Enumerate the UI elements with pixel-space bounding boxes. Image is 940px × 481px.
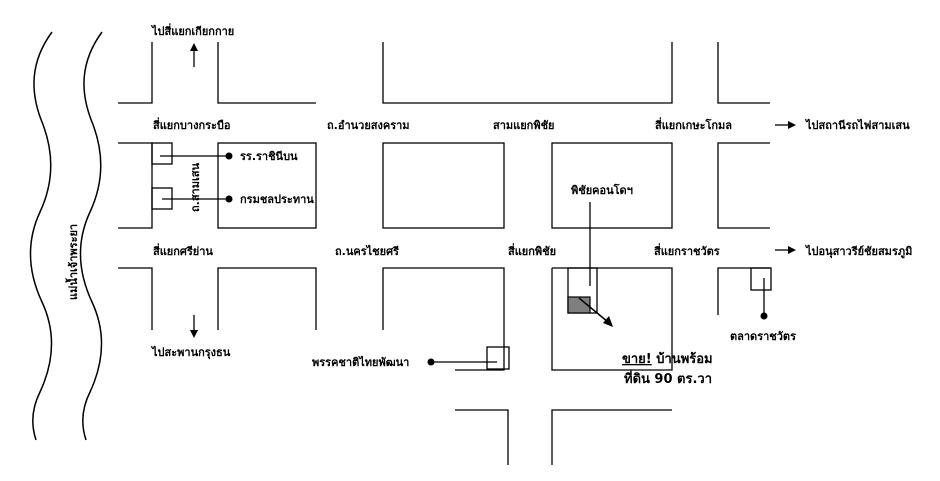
arrows [190, 43, 796, 338]
block-edge [382, 267, 505, 371]
river-bank-left [29, 31, 53, 441]
dot-irrigation [225, 195, 233, 203]
sale-notice-line1: ขาย! บ้านพร้อม [622, 351, 713, 367]
school-marker-box [151, 142, 173, 165]
chart-thai-box [486, 346, 510, 370]
river-label: แม่น้ำเจ้าพระยา [65, 224, 80, 300]
block-edge [382, 42, 673, 104]
block-edge [118, 42, 153, 104]
label-chart-thai: พรรคชาติไทยพัฒนา [312, 355, 409, 369]
block-edge [717, 142, 770, 229]
arrow-east-bottom-icon [788, 246, 796, 254]
dot-market [760, 312, 768, 320]
label-irrigation: กรมชลประทาน [240, 193, 314, 206]
arrow-south-icon [190, 330, 198, 338]
arrow-sale-icon [603, 316, 613, 327]
leader-lines [160, 152, 768, 366]
block-edge [717, 42, 770, 104]
sale-line1-rest: บ้านพร้อม [652, 351, 713, 367]
arrow-north-icon [190, 43, 198, 51]
arrow-east-top-icon [788, 121, 796, 129]
sale-emphasis: ขาย! [622, 352, 652, 367]
sale-notice-line2: ที่ดิน 90 ตร.วา [624, 369, 712, 387]
arrow-sale-line [578, 297, 609, 323]
block-edge [717, 267, 770, 315]
label-bang-krabue: สี่แยกบางกระบือ [153, 117, 231, 132]
block-edge [118, 267, 153, 330]
label-rachinibon: รร.ราชินีบน [240, 150, 298, 163]
block-edge [217, 42, 316, 104]
block-edge [551, 409, 672, 465]
label-to-kiak-kai: ไปสี่แยกเกียกกาย [150, 23, 234, 38]
label-si-yan: สี่แยกศรีย่าน [153, 243, 214, 258]
river: แม่น้ำเจ้าพระยา [29, 31, 103, 441]
dot-rachinibon [225, 152, 233, 160]
label-to-krungthon-bridge: ไปสะพานกรุงธน [150, 345, 231, 360]
label-amnuay-songkhram: ถ.อำนวยสงคราม [327, 119, 410, 132]
dot-chart-thai [427, 358, 435, 366]
label-phichai-junction: สี่แยกพิชัย [508, 243, 556, 258]
label-ratchawat-market: ตลาดราชวัตร [730, 330, 796, 343]
block-edge [551, 267, 673, 371]
property-plot [567, 296, 591, 314]
block-edge [217, 267, 317, 330]
label-ratchawat: สี่แยกราชวัตร [654, 243, 720, 258]
label-to-samsen-station: ไปสถานีรถไฟสามเสน [804, 118, 910, 132]
labels: ไปสี่แยกเกียกกาย สี่แยกบางกระบือ ถ.อำนวย… [150, 23, 912, 387]
label-phichai-condo: พิชัยคอนโดฯ [571, 183, 633, 197]
road-network [118, 42, 772, 465]
block-phichai-condo [551, 142, 673, 229]
label-samsen-road: ถ.สามเสน [189, 163, 202, 212]
label-nakhon-chaisi: ถ.นครไชยศรี [335, 244, 399, 258]
label-kasem-kamon: สี่แยกเกษะโกมล [655, 117, 733, 132]
label-sam-yaek-phichai: สามแยกพิชัย [493, 119, 555, 132]
market-box [750, 267, 772, 291]
block-middle [382, 142, 505, 229]
block-edge [455, 409, 509, 465]
block-rachinibon [217, 142, 317, 229]
block-edge [118, 142, 153, 229]
river-bank-right [79, 31, 103, 441]
label-to-victory-monument: ไปอนุสาวรีย์ชัยสมรภูมิ [804, 244, 912, 259]
